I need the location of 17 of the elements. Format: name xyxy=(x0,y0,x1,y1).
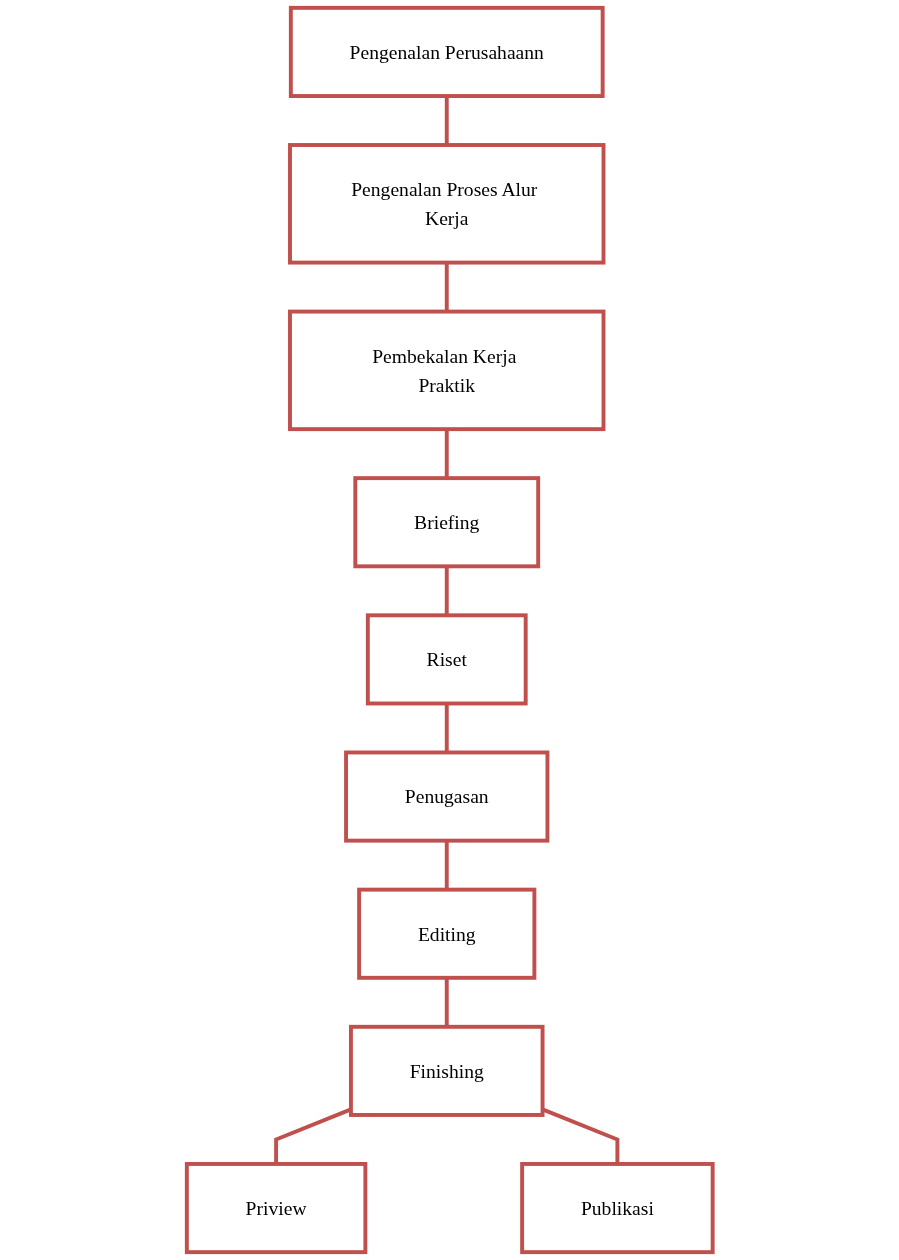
node-box: Publikasi xyxy=(519,1162,715,1255)
connector xyxy=(444,977,449,1027)
node-box: Editing xyxy=(356,887,537,980)
connector xyxy=(444,429,449,479)
node-box: Pembekalan Kerja Praktik xyxy=(287,309,606,432)
node-box: Priview xyxy=(184,1162,368,1255)
node-box: Pengenalan Proses Alur Kerja xyxy=(287,143,606,265)
connector xyxy=(444,703,449,753)
node-box: Finishing xyxy=(348,1024,545,1117)
connector xyxy=(444,262,449,312)
connector xyxy=(444,566,449,616)
connector xyxy=(444,96,449,145)
connector xyxy=(444,840,449,890)
node-box: Pengenalan Perusahaann xyxy=(288,5,605,98)
node-box: Riset xyxy=(365,613,528,706)
node-box: Penugasan xyxy=(343,750,550,843)
node-box: Briefing xyxy=(353,476,540,569)
